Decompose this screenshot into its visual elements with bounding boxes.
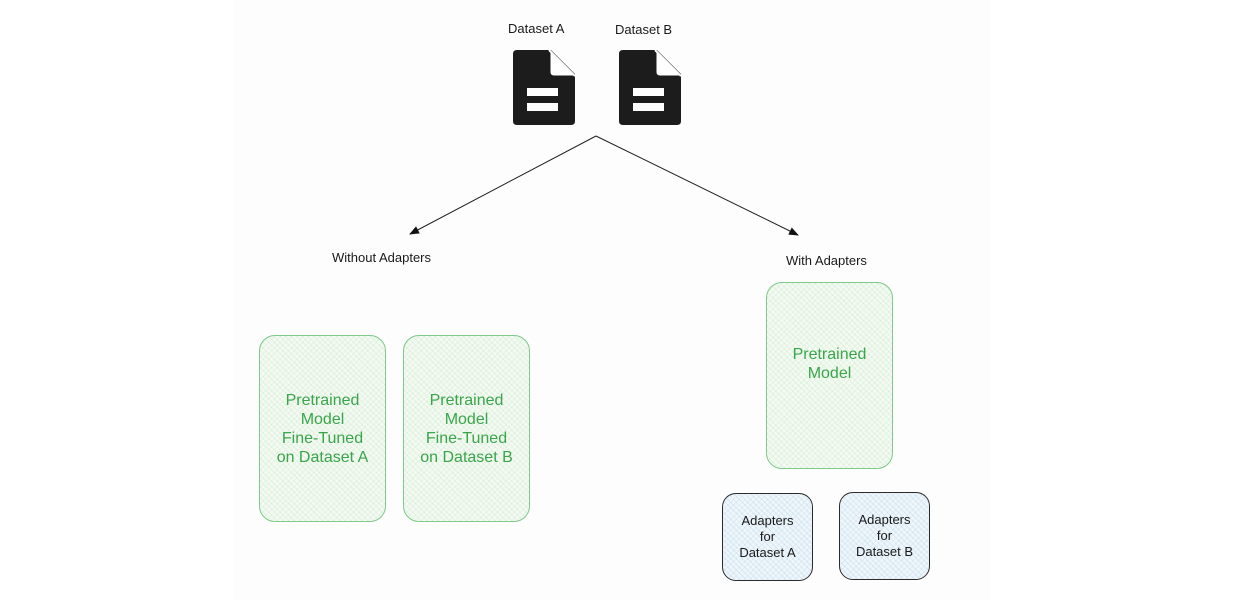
finetuned-model-b-text: Pretrained Model Fine-Tuned on Dataset B <box>420 391 513 466</box>
finetuned-model-a-box: Pretrained Model Fine-Tuned on Dataset A <box>259 335 386 522</box>
pretrained-model-text: Pretrained Model <box>792 345 867 382</box>
arrow-to-with-adapters <box>595 135 799 236</box>
pretrained-model-box: Pretrained Model <box>766 282 893 469</box>
dataset-a-label: Dataset A <box>508 21 565 36</box>
adapter-a-box: Adapters for Dataset A <box>722 493 813 581</box>
adapter-b-text: Adapters for Dataset B <box>855 512 914 559</box>
arrow-to-without-adapters <box>409 135 597 235</box>
finetuned-model-b-box: Pretrained Model Fine-Tuned on Dataset B <box>403 335 530 522</box>
adapter-b-box: Adapters for Dataset B <box>839 492 930 580</box>
without-adapters-label: Without Adapters <box>332 250 431 265</box>
dataset-b-document-icon <box>619 50 681 125</box>
with-adapters-label: With Adapters <box>786 253 867 268</box>
finetuned-model-a-text: Pretrained Model Fine-Tuned on Dataset A <box>276 391 369 466</box>
dataset-a-document-icon <box>513 50 575 125</box>
adapter-a-text: Adapters for Dataset A <box>739 513 796 560</box>
dataset-b-label: Dataset B <box>615 22 673 37</box>
